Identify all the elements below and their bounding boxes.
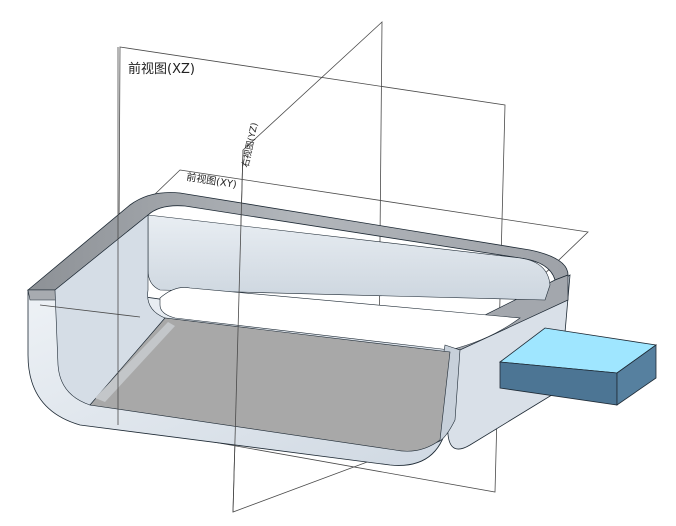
tray-body[interactable] [26,192,571,466]
tab-extrusion[interactable] [498,327,658,406]
plane-overlay-lines [39,47,244,513]
right-plane-label: 右视图(YZ) [239,121,260,168]
front-plane-label: 前视图(XZ) [128,61,195,77]
top-plane-label: 前视图(XY) [186,170,238,191]
